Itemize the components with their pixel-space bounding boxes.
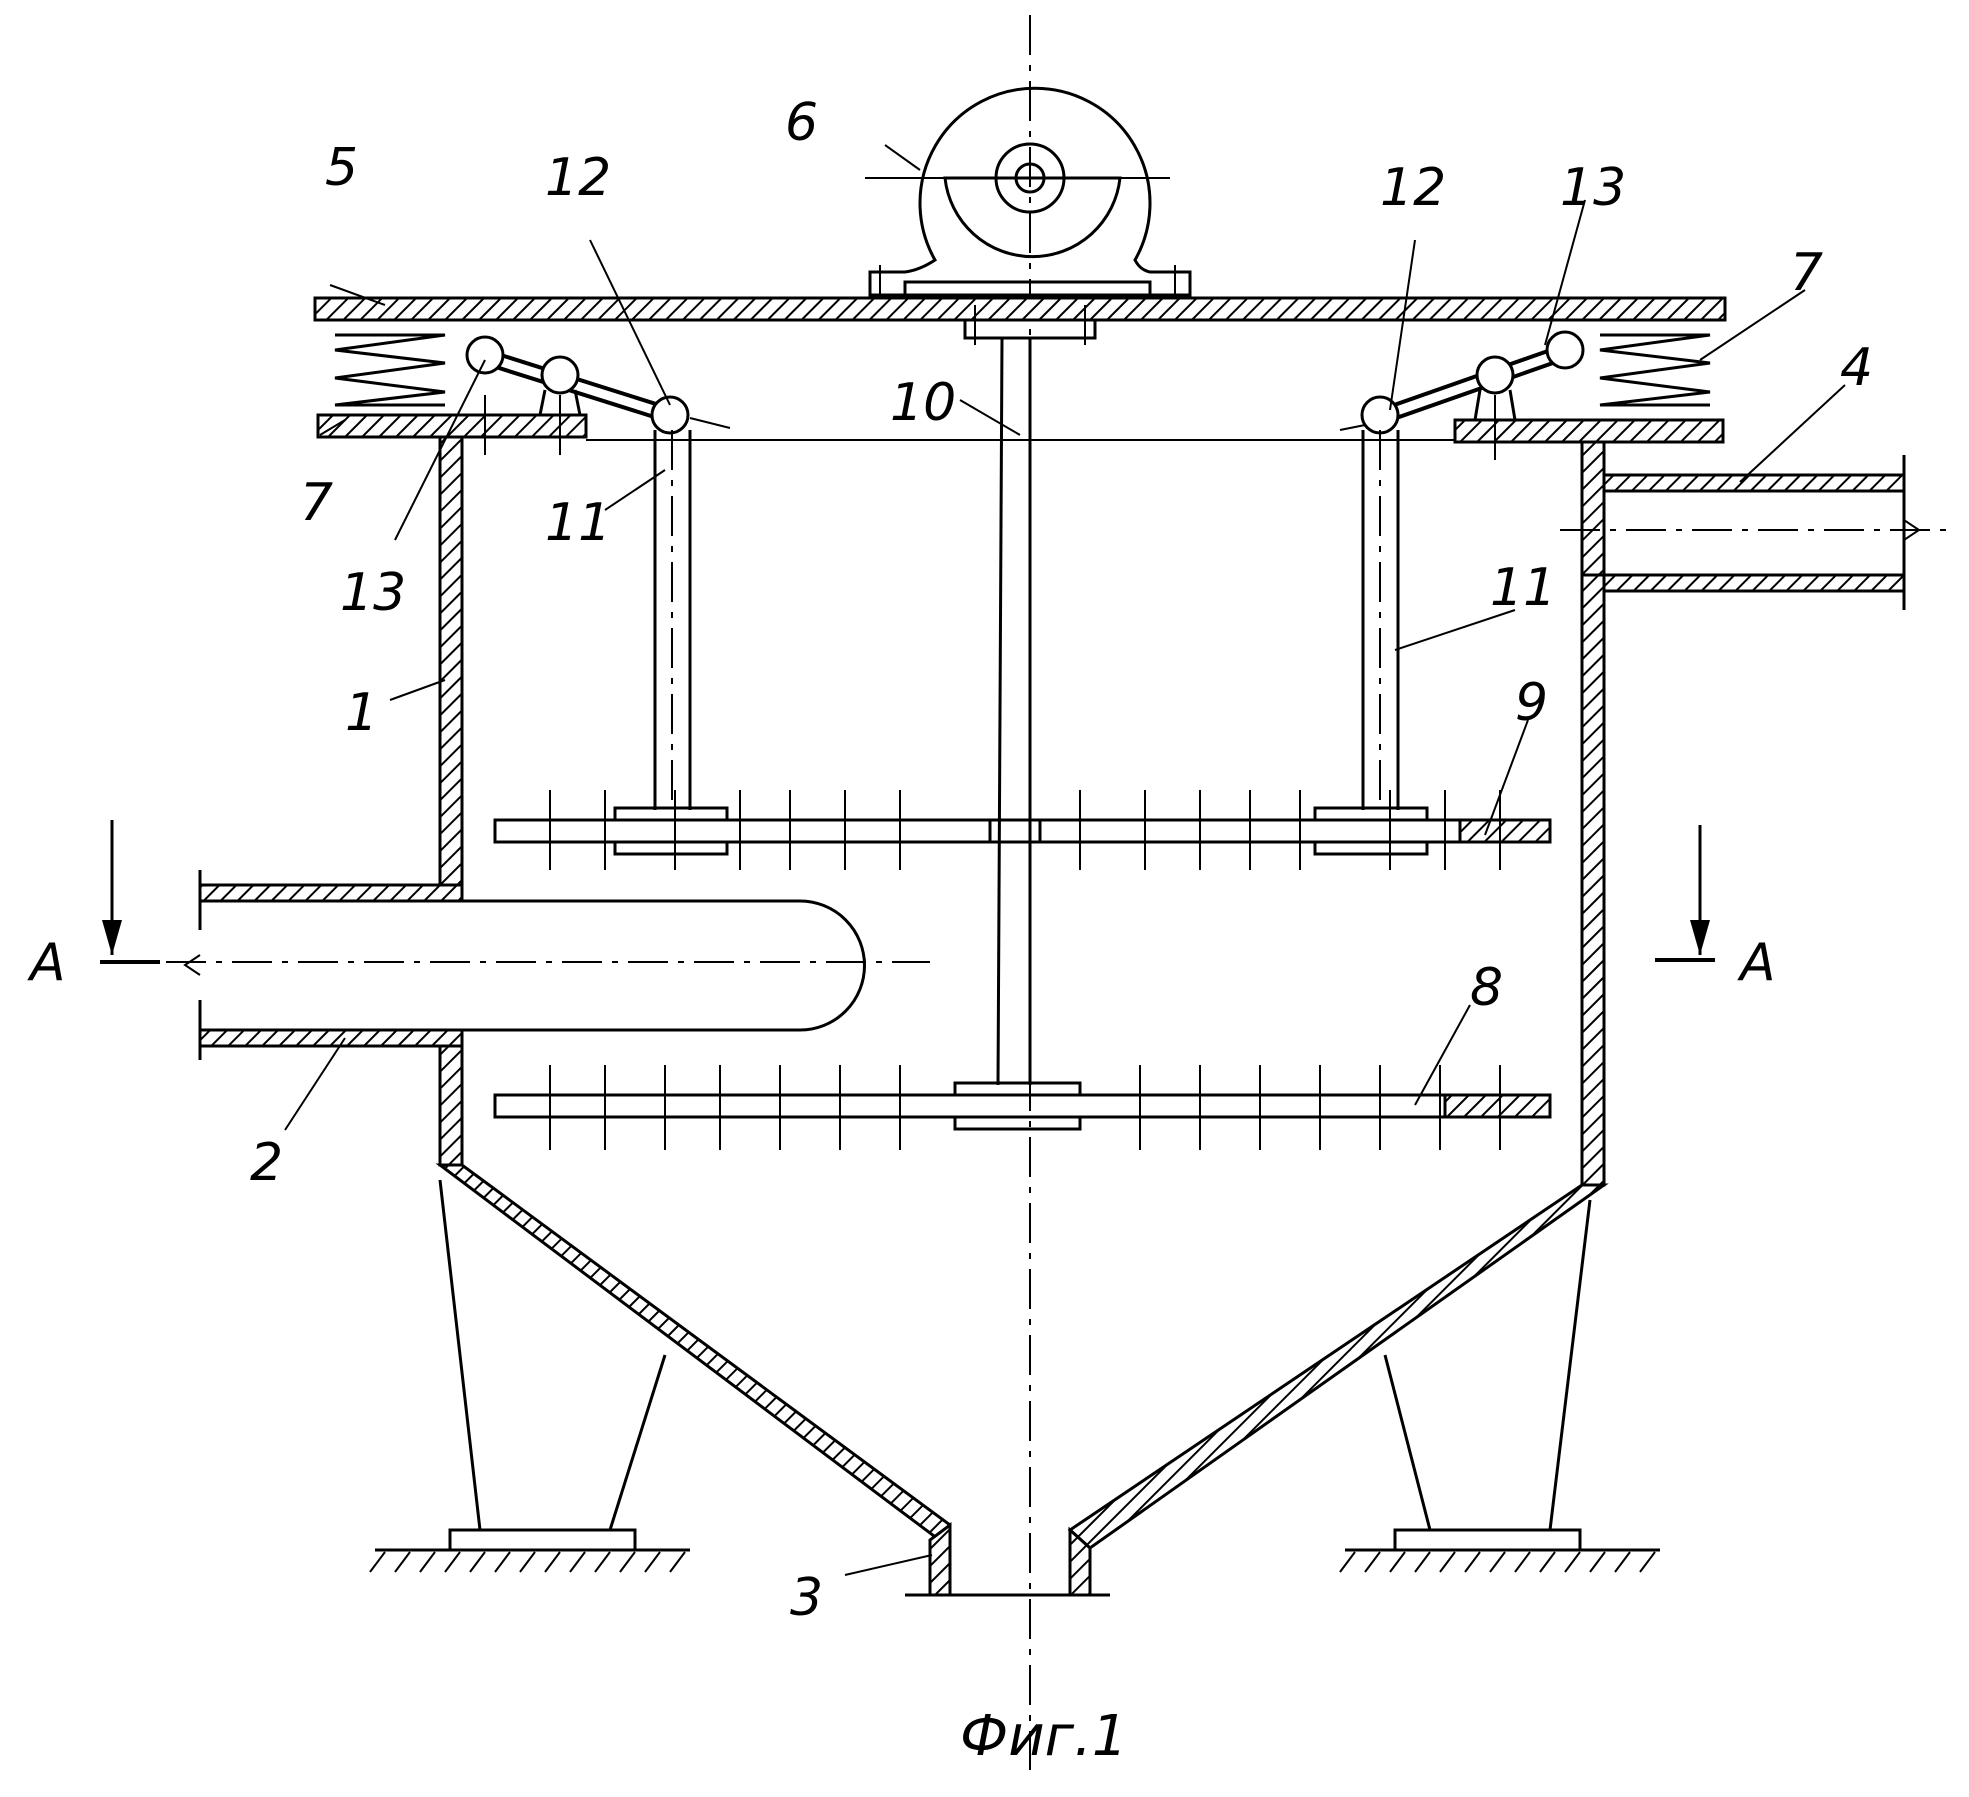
callout-13-left: 13 bbox=[340, 563, 406, 623]
inlet-pipe bbox=[185, 870, 865, 1060]
callout-4: 4 bbox=[1840, 338, 1873, 398]
callout-8: 8 bbox=[1470, 958, 1503, 1018]
callout-7-left: 7 bbox=[300, 473, 333, 533]
callout-7-right: 7 bbox=[1790, 243, 1823, 303]
lower-disc bbox=[495, 1065, 1550, 1150]
upper-disc bbox=[495, 790, 1550, 870]
top-plate bbox=[315, 298, 1725, 320]
section-mark-left: A bbox=[27, 820, 160, 993]
callout-11-left: 11 bbox=[545, 493, 611, 553]
callout-11-right: 11 bbox=[1490, 558, 1556, 618]
callout-5: 5 bbox=[325, 138, 358, 198]
callout-10: 10 bbox=[890, 373, 956, 433]
support-left bbox=[370, 1180, 690, 1572]
section-mark-right: A bbox=[1655, 825, 1776, 993]
callout-6: 6 bbox=[785, 93, 818, 153]
callout-12-left: 12 bbox=[545, 148, 611, 208]
spring-left bbox=[335, 335, 445, 405]
section-label-right: A bbox=[1737, 933, 1776, 993]
housing bbox=[440, 437, 1604, 1595]
callout-3: 3 bbox=[790, 1568, 823, 1628]
callout-12-right: 12 bbox=[1380, 158, 1446, 218]
callouts: 5 6 12 10 12 13 7 4 7 13 11 1 11 9 8 2 3 bbox=[250, 93, 1873, 1628]
spring-right bbox=[1600, 335, 1710, 405]
lever-assembly-right bbox=[1340, 332, 1583, 433]
outlet-pipe bbox=[1604, 442, 1919, 610]
section-label-left: A bbox=[27, 933, 66, 993]
callout-9: 9 bbox=[1515, 673, 1548, 733]
callout-13-right: 13 bbox=[1560, 158, 1626, 218]
shaft bbox=[998, 338, 1030, 1085]
rods bbox=[655, 430, 1398, 810]
drive-motor bbox=[865, 88, 1190, 320]
callout-2: 2 bbox=[250, 1133, 283, 1193]
callout-1: 1 bbox=[345, 683, 378, 743]
figure-caption: Фиг.1 bbox=[960, 1704, 1127, 1769]
